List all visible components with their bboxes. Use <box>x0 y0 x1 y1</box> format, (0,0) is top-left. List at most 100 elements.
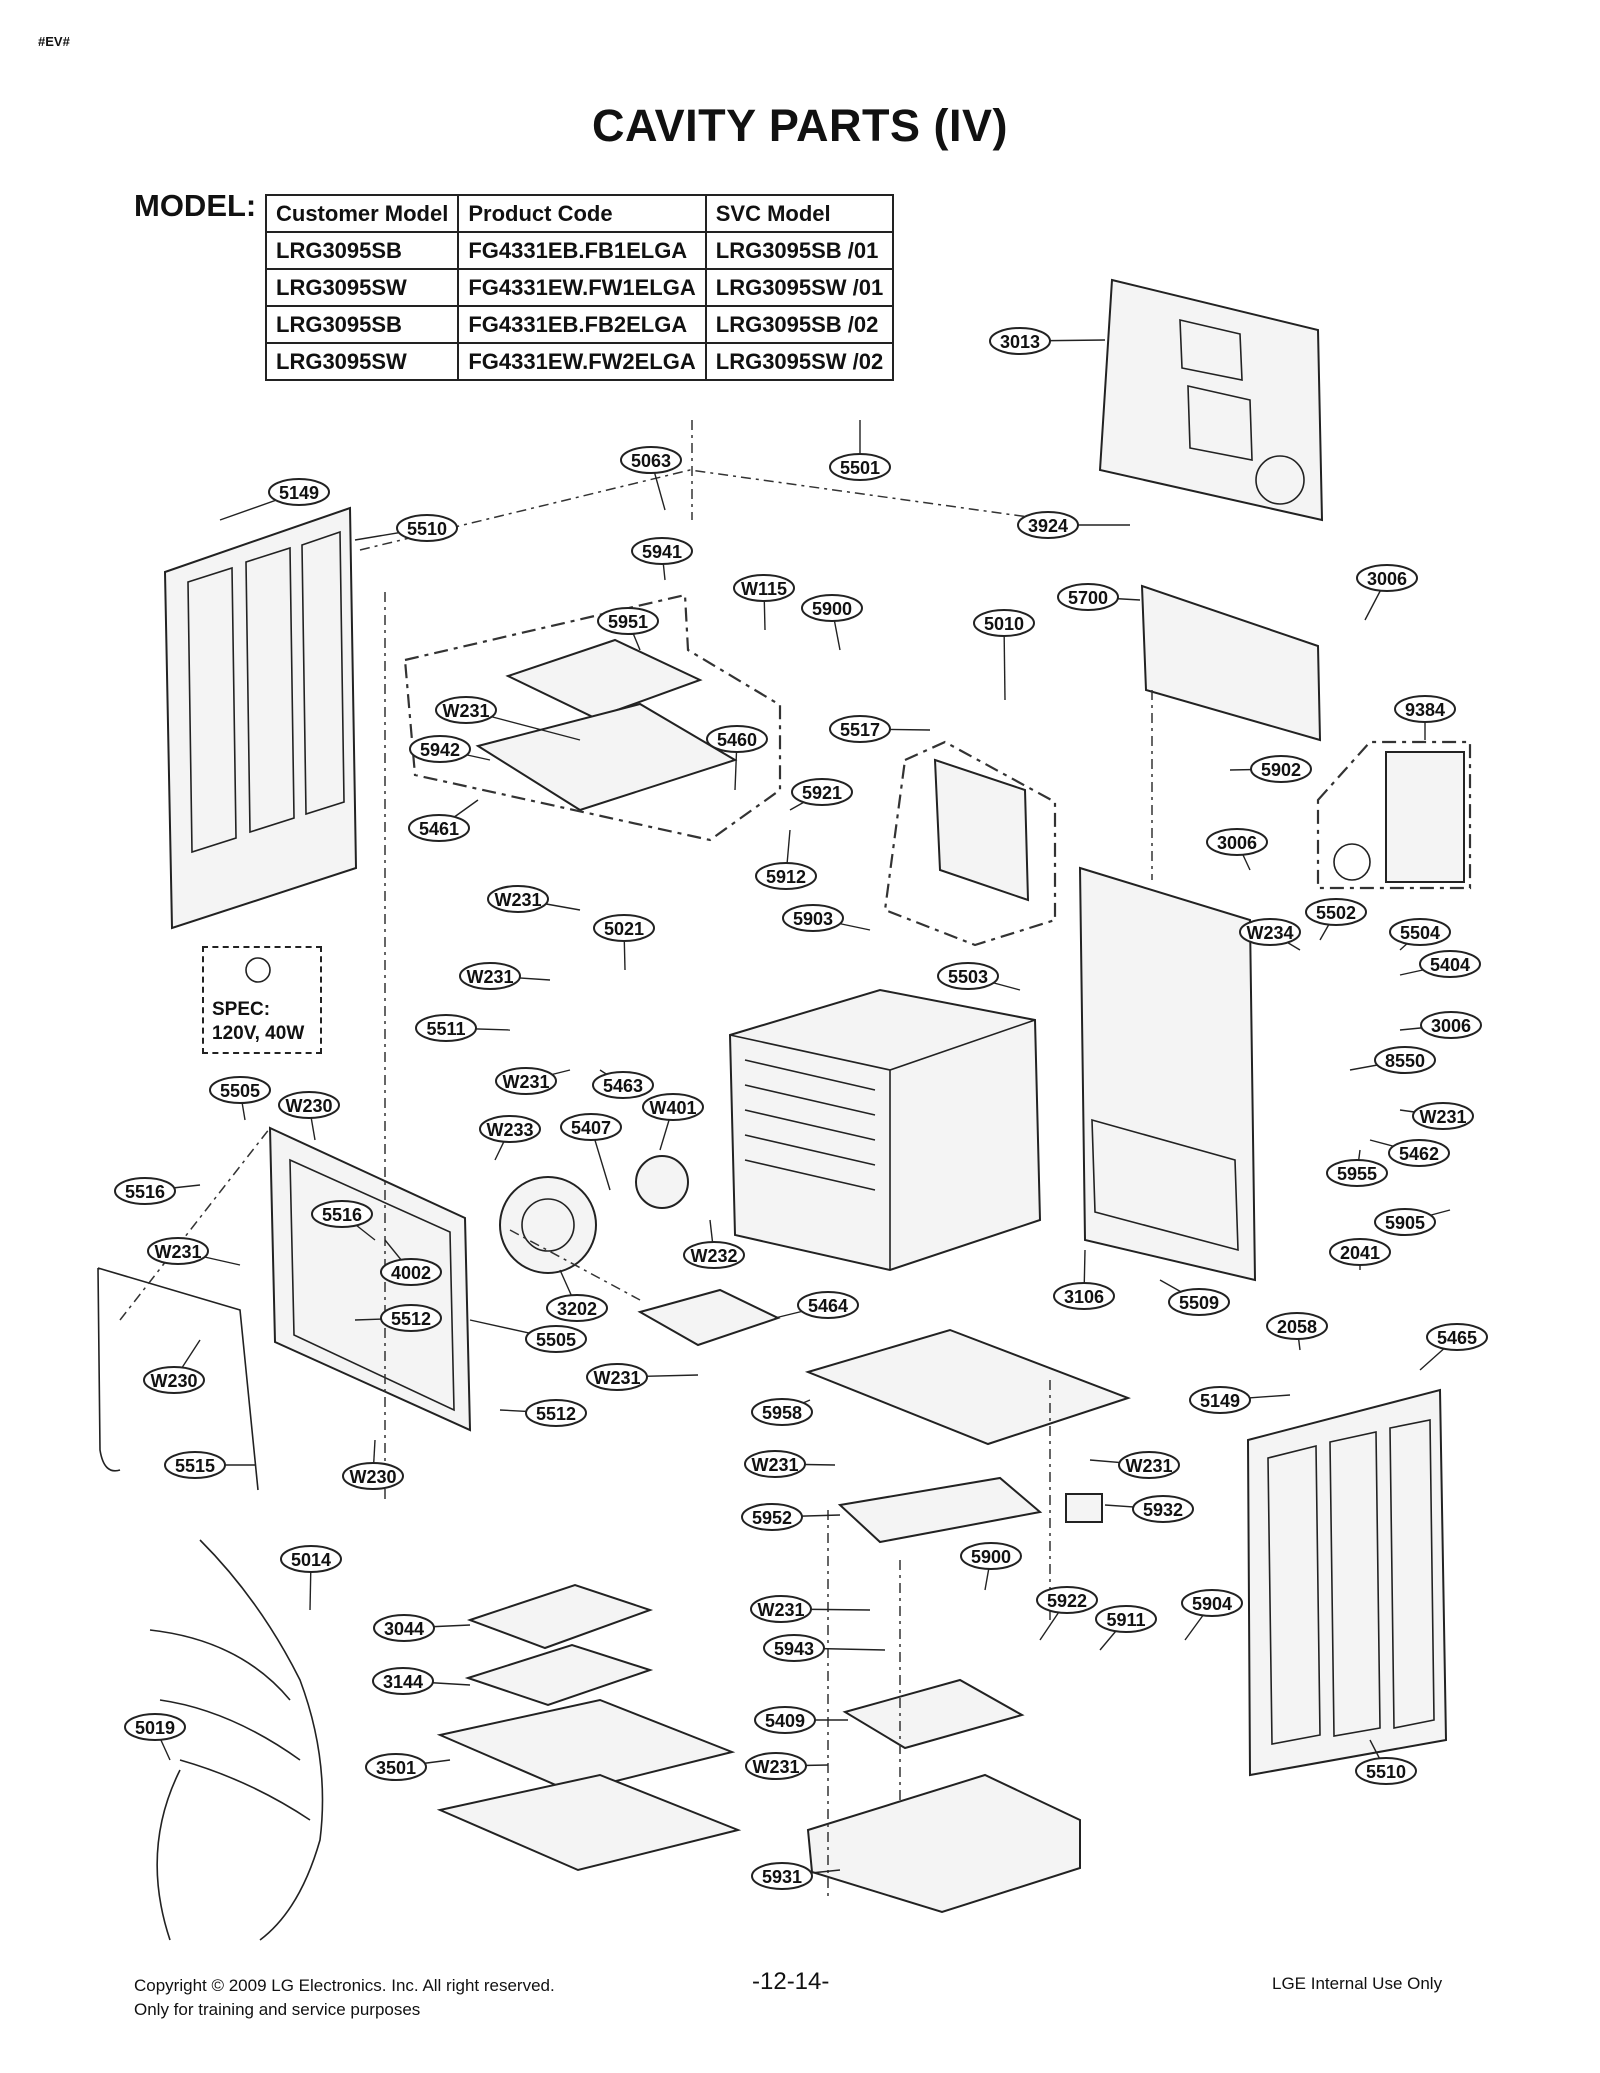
callout-label: 5516 <box>125 1182 165 1202</box>
callout-label: 5942 <box>420 740 460 760</box>
callout-bubble <box>620 446 682 474</box>
callout-w233: W233 <box>479 1115 541 1161</box>
package-9384 <box>1385 751 1465 883</box>
callout-bubble <box>1053 1282 1115 1310</box>
internal-use-text: LGE Internal Use Only <box>1272 1974 1443 1993</box>
callout-label: W230 <box>150 1371 197 1391</box>
callout-label: 5409 <box>765 1711 805 1731</box>
callout-bubble <box>1305 898 1367 926</box>
callout-bubble <box>1412 1102 1474 1130</box>
callout-5460: 5460 <box>706 725 768 791</box>
callout-label: 5501 <box>840 458 880 478</box>
callout-label: 5943 <box>774 1639 814 1659</box>
table-row: LRG3095SB FG4331EB.FB2ELGA LRG3095SB /02 <box>264 305 895 344</box>
callout-bubble <box>937 962 999 990</box>
callout-bubble <box>1189 1386 1251 1414</box>
callout-5931: 5931 <box>751 1862 841 1890</box>
header-customer-model: Customer Model <box>264 194 460 233</box>
callout-w231: W231 <box>745 1752 829 1780</box>
callout-label: 5510 <box>1366 1762 1406 1782</box>
callout-5943: 5943 <box>763 1634 886 1662</box>
callout-label: 5464 <box>808 1296 848 1316</box>
model-label: MODEL: <box>134 188 257 223</box>
callout-5512: 5512 <box>354 1304 442 1332</box>
callout-label: 5912 <box>766 867 806 887</box>
callout-5902: 5902 <box>1229 755 1312 783</box>
callout-3106: 3106 <box>1053 1249 1115 1310</box>
page-number: -12-14- <box>752 1968 830 1995</box>
callout-label: 5461 <box>419 819 459 839</box>
callout-bubble <box>744 1450 806 1478</box>
callout-w231: W231 <box>147 1237 241 1266</box>
table-row: LRG3095SW FG4331EW.FW1ELGA LRG3095SW /01 <box>264 268 895 307</box>
callout-label: W231 <box>751 1455 798 1475</box>
callout-5904: 5904 <box>1181 1589 1243 1641</box>
callout-bubble <box>1266 1312 1328 1340</box>
callout-5505: 5505 <box>469 1319 587 1353</box>
callout-5149: 5149 <box>1189 1386 1291 1414</box>
callout-w401: W401 <box>642 1093 704 1151</box>
callout-5952: 5952 <box>741 1503 841 1531</box>
table-row: LRG3095SB FG4331EB.FB1ELGA LRG3095SB /01 <box>264 231 895 270</box>
callout-9384: 9384 <box>1394 695 1456 740</box>
cover-5952 <box>837 1476 1043 1544</box>
callout-label: 5958 <box>762 1403 802 1423</box>
callout-label: 5517 <box>840 720 880 740</box>
callout-label: 3924 <box>1028 516 1068 536</box>
frame-5942 <box>475 702 738 812</box>
callout-label: 3013 <box>1000 332 1040 352</box>
callout-bubble <box>415 1014 477 1042</box>
callout-label: 5900 <box>812 599 852 619</box>
callout-label: 5922 <box>1047 1591 1087 1611</box>
callout-bubble <box>642 1093 704 1121</box>
callout-5409: 5409 <box>754 1706 848 1734</box>
callout-bubble <box>1374 1046 1436 1074</box>
callout-5905: 5905 <box>1374 1208 1451 1236</box>
back-panel <box>1098 278 1324 522</box>
callout-w231: W231 <box>435 696 581 741</box>
callout-5021: 5021 <box>593 914 655 971</box>
callout-label: 5511 <box>426 1019 465 1039</box>
callout-5019: 5019 <box>124 1713 186 1761</box>
callout-bubble <box>495 1067 557 1095</box>
callout-label: 3202 <box>557 1299 597 1319</box>
callout-label: W231 <box>442 701 489 721</box>
callout-bubble <box>1426 1323 1488 1351</box>
callout-label: 5010 <box>984 614 1024 634</box>
bottom-tray <box>806 1773 1081 1914</box>
callout-3202: 3202 <box>546 1269 608 1322</box>
callout-3006: 3006 <box>1206 828 1268 871</box>
callout-5955: 5955 <box>1326 1149 1388 1187</box>
callout-bubble <box>409 735 471 763</box>
callout-2058: 2058 <box>1266 1312 1328 1351</box>
callout-bubble <box>683 1241 745 1269</box>
callout-label: 3044 <box>384 1619 424 1639</box>
callout-bubble <box>829 453 891 481</box>
callout-5149: 5149 <box>219 478 330 521</box>
callout-5501: 5501 <box>829 420 891 481</box>
callout-label: 3144 <box>383 1672 423 1692</box>
plate-5464 <box>637 1288 781 1347</box>
callout-w231: W231 <box>744 1450 836 1478</box>
cell-svc-model: LRG3095SW /02 <box>704 342 895 381</box>
callout-bubble <box>755 862 817 890</box>
callout-5505: 5505 <box>209 1076 271 1121</box>
block-5932 <box>1065 1493 1103 1523</box>
callout-label: 5905 <box>1385 1213 1425 1233</box>
callout-label: 5510 <box>407 519 447 539</box>
callout-w231: W231 <box>1089 1451 1180 1479</box>
callout-bubble <box>1206 828 1268 856</box>
callout-bubble <box>960 1542 1022 1570</box>
top-heater-cover <box>505 638 703 720</box>
callout-3501: 3501 <box>365 1753 451 1781</box>
callout-bubble <box>1374 1208 1436 1236</box>
callout-5465: 5465 <box>1419 1323 1488 1371</box>
callout-w230: W230 <box>278 1091 340 1141</box>
callout-bubble <box>525 1399 587 1427</box>
callout-label: 5504 <box>1400 923 1440 943</box>
callout-bubble <box>380 1258 442 1286</box>
callout-5942: 5942 <box>409 735 491 763</box>
callout-bubble <box>750 1595 812 1623</box>
callout-label: W234 <box>1246 923 1293 943</box>
callout-label: W233 <box>486 1120 533 1140</box>
